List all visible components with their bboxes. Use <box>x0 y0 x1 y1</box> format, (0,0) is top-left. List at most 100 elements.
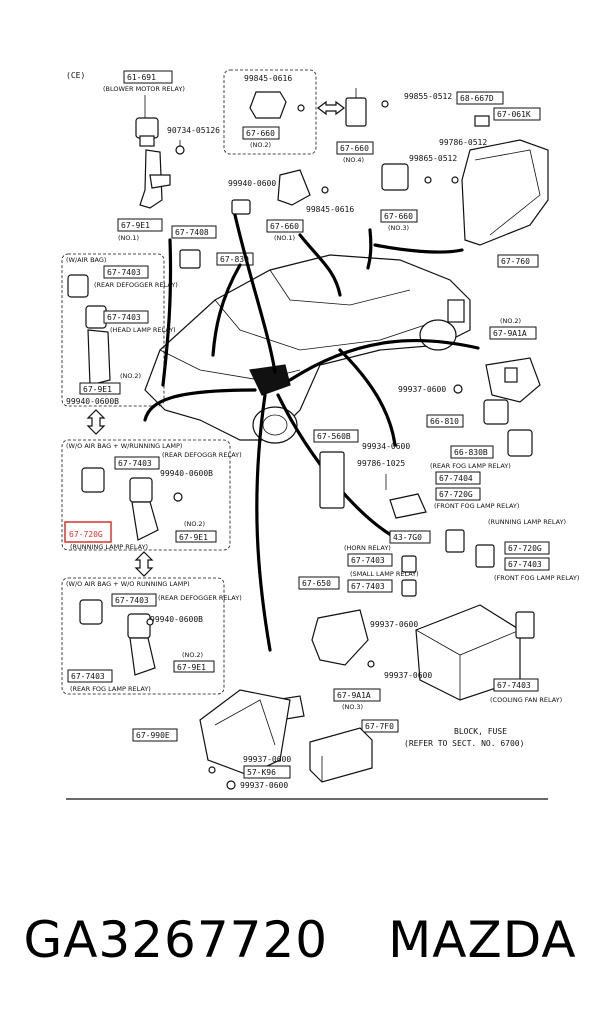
callout-99937-0600-b[interactable]: 99937-0600 <box>370 620 418 629</box>
svg-text:(REAR FOG LAMP RELAY): (REAR FOG LAMP RELAY) <box>70 685 151 693</box>
callout-67-061k[interactable]: 67-061K <box>493 107 541 121</box>
svg-text:99934-0600: 99934-0600 <box>362 442 410 451</box>
callout-67-660-no3[interactable]: 67-660 (NO.3) <box>380 209 418 232</box>
bracket-7g0-part <box>389 493 427 519</box>
callout-66-830b[interactable]: 66-830B (REAR FOG LAMP RELAY) <box>430 445 511 470</box>
no-running-relay1[interactable]: 67-7403 (REAR DEFOGGER RELAY) 99940-0600… <box>79 593 242 625</box>
svg-text:67-660: 67-660 <box>270 222 299 231</box>
callout-67-7403-horn[interactable]: (HORN RELAY) 67-7403 <box>344 544 417 573</box>
air-bag-bracket-callout[interactable]: (NO.2) 67-9E1 99940-0600B <box>66 372 141 406</box>
svg-text:61-691: 61-691 <box>127 73 156 82</box>
relay-running-right-part <box>445 529 495 568</box>
svg-text:99845-0616: 99845-0616 <box>244 74 292 83</box>
svg-text:(NO.1): (NO.1) <box>274 234 295 242</box>
callout-67-9a1a-no2[interactable]: (NO.2) 67-9A1A <box>489 317 537 340</box>
relay-660-no3-part <box>381 163 432 191</box>
callout-99786-1025[interactable]: 99786-1025 <box>357 459 405 490</box>
svg-text:(REAR FOG LAMP RELAY): (REAR FOG LAMP RELAY) <box>430 462 511 470</box>
svg-text:99865-0512: 99865-0512 <box>409 154 457 163</box>
svg-text:67-9A1A: 67-9A1A <box>337 691 371 700</box>
svg-text:66-830B: 66-830B <box>454 448 488 457</box>
air-bag-relay1[interactable]: 67-7403 (REAR DEFOGGER RELAY) <box>67 265 178 298</box>
running-bracket-callout[interactable]: 67-9E1 (RUNNING LAMP RELAY) <box>70 530 217 551</box>
callout-99786-0512[interactable]: 99786-0512 <box>439 138 487 147</box>
callout-99937-0600-c[interactable]: 99937-0600 <box>367 660 432 680</box>
callout-67-720g-front-fog[interactable]: 67-720G (FRONT FOG LAMP RELAY) <box>434 487 519 510</box>
blower-relay-part <box>135 95 159 147</box>
callout-57-k96[interactable]: 57-K96 <box>243 765 291 779</box>
svg-text:67-660: 67-660 <box>340 144 369 153</box>
svg-text:66-810: 66-810 <box>430 417 459 426</box>
no-running-relay2[interactable]: 67-7403 (REAR FOG LAMP RELAY) <box>67 669 151 693</box>
callout-68-667d[interactable]: 68-667D <box>456 91 504 105</box>
callout-99937-0600-d[interactable]: 99937-0600 <box>243 755 291 764</box>
callout-67-7403-front-fog[interactable]: 67-7403 (FRONT FOG LAMP RELAY) <box>494 557 579 582</box>
callout-99845-0616-mid[interactable]: 99845-0616 <box>306 205 354 214</box>
no-running-relay2-part <box>127 613 156 676</box>
callout-67-7403-small-lamp[interactable]: (SMALL LAMP RELAY) 67-7403 <box>347 570 419 597</box>
svg-text:BLOCK, FUSE: BLOCK, FUSE <box>454 727 507 736</box>
callout-67-7408[interactable]: 67-7408 <box>171 225 217 239</box>
group-running-lamp <box>61 439 231 551</box>
callout-67-7404[interactable]: 67-7404 <box>435 471 481 485</box>
svg-text:67-7403: 67-7403 <box>71 672 105 681</box>
cover-760-part <box>451 139 549 246</box>
callout-67-720g-running[interactable]: (RUNNING LAMP RELAY) 67-720G <box>488 518 566 555</box>
no-running-bracket-callout[interactable]: (NO.2) 67-9E1 <box>173 651 215 673</box>
callout-67-7f0[interactable]: 67-7F0 <box>361 719 399 733</box>
svg-text:90734-05126: 90734-05126 <box>167 126 220 135</box>
svg-text:(REAR DEFOGGER RELAY): (REAR DEFOGGER RELAY) <box>94 281 178 289</box>
callout-67-9a1a-no3[interactable]: 67-9A1A (NO.3) <box>333 688 381 711</box>
callout-66-810[interactable]: 66-810 <box>426 414 464 428</box>
callout-61-691[interactable]: 61-691 (BLOWER MOTOR RELAY) <box>103 70 185 93</box>
group-no-running-lamp <box>61 577 225 695</box>
svg-text:(FRONT FOG LAMP RELAY): (FRONT FOG LAMP RELAY) <box>494 574 579 582</box>
running-relay1[interactable]: 67-7403 (REAR DEFOGGR RELAY) 99940-0600B <box>81 451 242 493</box>
bracket-650-part <box>311 609 369 666</box>
callout-99845-0616-top[interactable]: 99845-0616 <box>244 74 292 83</box>
callout-67-650[interactable]: 67-650 <box>298 576 340 590</box>
callout-99940-0600-mid[interactable]: 99940-0600 <box>228 179 276 188</box>
module-7f0-part <box>309 727 373 783</box>
callout-99937-0600-a[interactable]: 99937-0600 <box>398 384 463 394</box>
svg-text:99855-0512: 99855-0512 <box>404 92 452 101</box>
air-bag-relay2[interactable]: 67-7403 (HEAD LAMP RELAY) <box>85 305 176 334</box>
callout-99934-0600[interactable]: 99934-0600 <box>362 442 410 451</box>
callout-99865-0512[interactable]: 99865-0512 <box>409 154 457 163</box>
callout-90734-05126[interactable]: 90734-05126 <box>167 126 220 155</box>
callout-99937-0600-e[interactable]: 99937-0600 <box>226 780 288 790</box>
svg-text:(REAR DEFOGGR RELAY): (REAR DEFOGGR RELAY) <box>162 451 242 459</box>
callout-67-760[interactable]: 67-760 <box>497 254 539 268</box>
relay-660-no2-part <box>249 91 305 119</box>
svg-text:99937-0600: 99937-0600 <box>398 385 446 394</box>
svg-text:99937-0600: 99937-0600 <box>243 755 291 764</box>
callout-67-660-no1[interactable]: 67-660 (NO.1) <box>266 219 304 242</box>
callout-67-660-no2[interactable]: 67-660 (NO.2) <box>242 126 280 149</box>
callout-43-7g0[interactable]: 43-7G0 <box>389 530 431 544</box>
callout-99855-0512[interactable]: 99855-0512 <box>381 92 452 108</box>
svg-text:(RUNNING LAMP RELAY): (RUNNING LAMP RELAY) <box>488 518 566 526</box>
svg-text:67-650: 67-650 <box>302 579 331 588</box>
running-relay2-part <box>129 477 183 541</box>
callout-67-9e1-no1[interactable]: 67-9E1 (NO.1) <box>117 218 163 242</box>
callout-67-7403-cooling-fan[interactable]: 67-7403 (COOLING FAN RELAY) <box>490 678 562 704</box>
group-air-bag <box>61 253 165 407</box>
svg-text:68-667D: 68-667D <box>460 94 494 103</box>
callout-67-660-no4[interactable]: 67-660 (NO.4) <box>336 141 374 164</box>
block-fuse-note: BLOCK, FUSE (REFER TO SECT. NO. 6700) <box>404 727 524 748</box>
callout-67-990e[interactable]: 67-990E <box>132 728 178 742</box>
relay-7408-part <box>179 249 201 269</box>
running-lamp-relay-highlight[interactable]: 67-720G <box>64 521 112 543</box>
svg-text:67-9E1: 67-9E1 <box>121 221 150 230</box>
svg-text:(NO.3): (NO.3) <box>342 703 363 711</box>
callout-67-560b[interactable]: 67-560B <box>313 429 359 443</box>
svg-text:(NO.2): (NO.2) <box>120 372 141 380</box>
svg-text:67-7403: 67-7403 <box>497 681 531 690</box>
part-number: GA3267720 <box>23 911 329 969</box>
svg-text:(HEAD LAMP RELAY): (HEAD LAMP RELAY) <box>110 326 176 334</box>
svg-text:(FRONT FOG LAMP RELAY): (FRONT FOG LAMP RELAY) <box>434 502 519 510</box>
svg-text:67-7403: 67-7403 <box>118 459 152 468</box>
relay-660-no2-group <box>223 69 317 155</box>
svg-text:(NO.4): (NO.4) <box>343 156 364 164</box>
group-no-running-lamp-title: (W/O AIR BAG + W/O RUNNING LAMP) <box>66 580 190 588</box>
